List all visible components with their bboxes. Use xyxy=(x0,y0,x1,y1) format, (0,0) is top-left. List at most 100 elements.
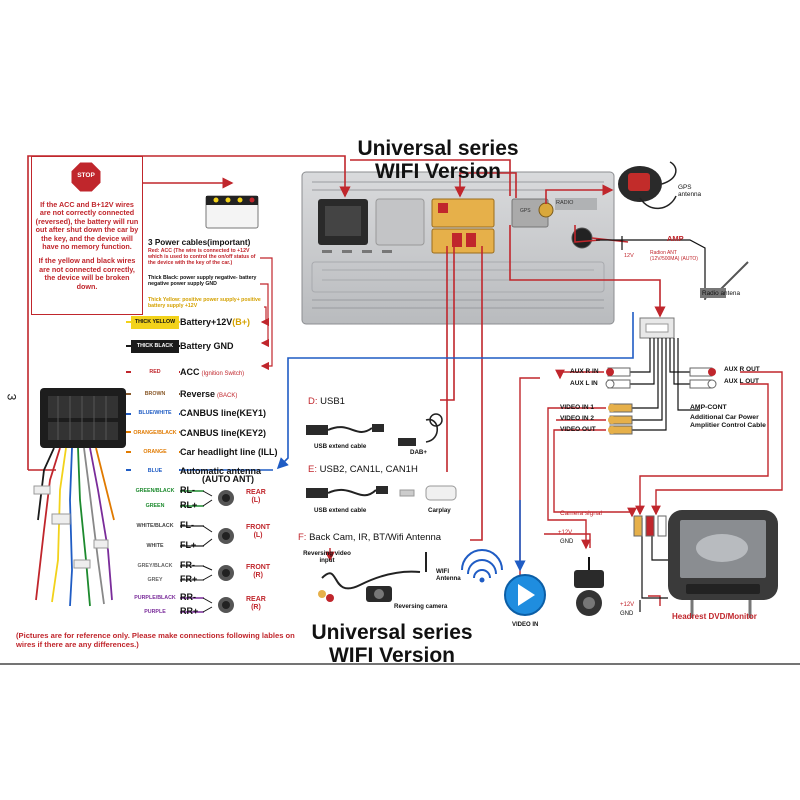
speaker-pin-label: RR+ xyxy=(180,606,199,616)
speaker-wire-band: GREEN xyxy=(145,503,165,509)
reverse-camera-icon xyxy=(574,557,604,616)
camera-signal-label: Camera signal xyxy=(560,510,602,517)
wire-label-suffix: (Ignition Switch) xyxy=(201,371,245,377)
battery-icon xyxy=(205,195,259,229)
title-top-line2: WIFI Version xyxy=(374,160,502,183)
gps-antenna-icon xyxy=(618,161,677,209)
wire-label-text: ACC xyxy=(180,367,200,377)
amp-label: AMP xyxy=(667,234,684,243)
wire-label: CANBUS line(KEY1) xyxy=(180,408,266,418)
power-yellow-note: Thick Yellow: positive power supply+ pos… xyxy=(148,297,261,309)
camera-gnd-label: GND xyxy=(560,539,574,545)
speaker-pin-label: RL- xyxy=(180,485,195,495)
title-top: Universal series WIFI Version xyxy=(338,137,538,183)
unit-gps-label: GPS xyxy=(520,208,531,214)
rca-monitor-plugs xyxy=(633,515,667,537)
wire-label-text: Automatic antenna xyxy=(180,466,262,476)
speaker-side: (L) xyxy=(251,497,261,504)
footer-note: (Pictures are for reference only. Please… xyxy=(16,631,295,649)
speaker-position: FRONT xyxy=(246,524,271,531)
headrest-label: Headrest DVD/Monitor xyxy=(672,612,757,621)
speaker-pin-label: FR- xyxy=(180,560,195,570)
radio-ant-note: Radion ANT (12V/500MA) (AUTO) xyxy=(650,250,698,262)
video-in-play-icon xyxy=(504,574,546,616)
carplay-dongle xyxy=(399,485,457,501)
speaker-wire-band: WHITE/BLACK xyxy=(136,523,174,529)
speaker-name: REAR(R) xyxy=(246,596,266,612)
stop-sign-icon xyxy=(71,162,101,192)
power-red-note: Red: ACC (The wire is connected to +12V … xyxy=(148,248,256,266)
gps-antenna-label: GPS antenna xyxy=(678,184,702,198)
section-f-label: Back Cam, IR, BT/Wifi Antenna xyxy=(309,532,442,543)
camera-12v-label: +12V xyxy=(558,530,572,536)
warning-box: STOP If the ACC and B+12V wires are not … xyxy=(31,156,143,315)
aux-r-out-label: AUX R OUT xyxy=(724,366,760,373)
speaker-position: REAR xyxy=(246,489,266,496)
amp-cont-desc: Additional Car Power Amplitier Control C… xyxy=(690,414,766,429)
wire-label: CANBUS line(KEY2) xyxy=(180,428,266,438)
av-breakout-box xyxy=(639,317,675,339)
speaker-pin-label: FR+ xyxy=(180,574,198,584)
connector-f xyxy=(431,228,495,254)
speaker-pin-label: RL+ xyxy=(180,500,198,510)
title-bottom: Universal series WIFI Version xyxy=(292,621,492,667)
section-f-title: F: Back Cam, IR, BT/Wifi Antenna xyxy=(298,532,441,543)
aux-l-in-label: AUX L IN xyxy=(570,380,598,387)
carplay-caption: Carplay xyxy=(428,507,451,514)
wire-label: Battery+12V(B+) xyxy=(180,317,250,327)
wire-label-text: Battery+12V xyxy=(180,317,233,327)
wire-band: ORANGE xyxy=(131,446,179,459)
radio-antenna-icon xyxy=(700,261,749,299)
wire-band: THICK BLACK xyxy=(131,340,179,353)
speaker-position: REAR xyxy=(246,596,266,603)
wire-label-suffix: (BACK) xyxy=(217,393,238,399)
speaker-name: FRONT(R) xyxy=(246,564,270,580)
stop-sign-label: STOP xyxy=(77,172,95,179)
speaker-side: (L) xyxy=(253,532,263,539)
speaker-pin-label: FL- xyxy=(180,520,194,530)
headrest-monitor xyxy=(668,510,778,618)
aux-l-out-label: AUX L OUT xyxy=(724,378,759,385)
section-d-title: D: USB1 xyxy=(308,396,345,407)
speaker-wire-band: GREEN/BLACK xyxy=(135,488,175,494)
usb1-caption: USB extend cable xyxy=(314,443,367,450)
speaker-wire-band: PURPLE xyxy=(144,609,166,615)
speaker-name: FRONT(L) xyxy=(246,524,270,540)
speaker-pin-label: RR- xyxy=(180,592,196,602)
video-in1-label: VIDEO IN 1 xyxy=(560,404,594,411)
speaker-side: (R) xyxy=(251,604,261,611)
amp-12v-label: 12V xyxy=(624,253,634,259)
headrest-gnd-label: GND xyxy=(620,611,634,617)
dab-caption: DAB+ xyxy=(410,449,428,456)
wire-label-text: Reverse xyxy=(180,389,216,399)
video-out-label: VIDEO OUT xyxy=(560,426,596,433)
wifi-antenna-icon xyxy=(425,549,503,583)
section-e-letter: E: xyxy=(308,464,317,475)
rca-plugs xyxy=(605,367,717,435)
reversing-video-input-label: Reversing video input xyxy=(303,550,351,564)
speaker-wire-band: PURPLE/BLACK xyxy=(134,595,176,601)
speaker-wire-band: GREY/BLACK xyxy=(137,563,173,569)
headrest-12v-label: +12V xyxy=(620,602,635,608)
reversing-camera-label: Reversing camera xyxy=(394,603,448,610)
wire-label-text: Car headlight line (ILL) xyxy=(180,447,278,457)
wire-label-suffix: (B+) xyxy=(232,317,251,327)
usb-extend-cable-2 xyxy=(306,486,388,498)
wire-band: ORANGE/BLACK xyxy=(131,427,179,440)
reversing-camera-small xyxy=(366,586,392,602)
radio-antenna-label: Radio antena xyxy=(702,290,741,297)
wifi-antenna-label: WIFI Antenna xyxy=(436,568,461,582)
speaker-wire-band: WHITE xyxy=(146,543,164,549)
wire-label-text: CANBUS line(KEY1) xyxy=(180,408,267,418)
power-black-note: Thick Black: power supply negative- batt… xyxy=(148,275,257,287)
side-number: 3 xyxy=(4,393,19,401)
section-e-label: USB2, CAN1L, CAN1H xyxy=(319,464,418,475)
warning-text-2: If the yellow and black wires are not co… xyxy=(38,256,136,291)
video-in2-label: VIDEO IN 2 xyxy=(560,415,594,422)
usb2-caption: USB extend cable xyxy=(314,507,367,514)
section-f-letter: F: xyxy=(298,532,307,543)
speaker-position: FRONT xyxy=(246,564,271,571)
wire-label: Automatic antenna(AUTO ANT) xyxy=(180,466,261,484)
speaker-pin-label: FL+ xyxy=(180,540,197,550)
speaker-icons xyxy=(218,490,234,613)
